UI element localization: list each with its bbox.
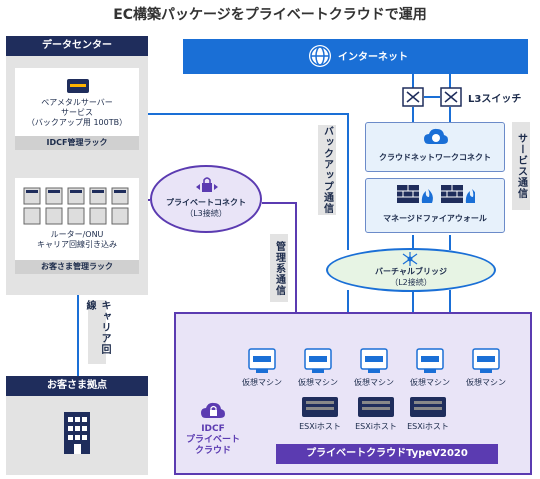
esxi-host-label: ESXiホスト (407, 422, 449, 431)
idcf-rack-label: IDCF管理ラック (15, 136, 139, 150)
internet-label: インターネット (338, 52, 408, 63)
virtual-bridge-ellipse (326, 248, 496, 292)
managed-firewall-label: マネージドファイアウォール (383, 214, 487, 223)
esxi-host-icon (301, 396, 339, 418)
cloud-network-connect-label: クラウドネットワークコネクト (379, 153, 491, 162)
esxi-host-label: ESXiホスト (299, 422, 341, 431)
virtual-bridge-line2: （L2接続） (390, 278, 432, 287)
vm-label: 仮想マシン (354, 378, 394, 387)
l3-switch-icon-1 (402, 87, 424, 107)
l3-switch-icon-2 (440, 87, 462, 107)
esxi-host-icon (409, 396, 447, 418)
vm-label: 仮想マシン (410, 378, 450, 387)
lock-arrows-icon (196, 176, 218, 194)
globe-icon (308, 44, 332, 68)
esxi-host-label: ESXiホスト (355, 422, 397, 431)
backup-comm-label: バックアップ通信 (318, 125, 336, 215)
private-connect-line1: プライベートコネクト (166, 198, 246, 207)
private-connect-ellipse (150, 165, 262, 233)
vm-icon (360, 348, 388, 374)
idcf-cloud-line1: IDCF (201, 424, 225, 434)
cloud-lock-icon (200, 400, 226, 420)
cloud-network-icon (423, 126, 449, 148)
baremetal-line1: ベアメタルサーバー (41, 98, 113, 107)
service-comm-label: サービス通信 (512, 122, 530, 210)
server-icon (67, 78, 89, 93)
private-connect-line2: （L3接続） (185, 209, 227, 218)
page-title: EC構築パッケージをプライベートクラウドで運用 (113, 7, 427, 23)
idcf-cloud-line2: プライベート (186, 435, 241, 445)
internet-bar (183, 39, 528, 74)
datacenter-header: データセンター (6, 36, 148, 56)
esxi-host-icon (357, 396, 395, 418)
baremetal-line3: （バックアップ用 100TB） (26, 118, 128, 127)
bridge-network-icon (401, 251, 419, 266)
baremetal-line2: サービス (61, 108, 93, 117)
vm-icon (472, 348, 500, 374)
managed-firewall-box (365, 178, 505, 233)
customer-rack-label: お客さま管理ラック (15, 260, 139, 274)
router-line1: ルーター/ONU (50, 230, 104, 239)
carrier-line-label: キャリア回線 (84, 300, 110, 364)
idcf-cloud-line3: クラウド (194, 446, 231, 456)
vm-icon (304, 348, 332, 374)
customer-site-header: お客さま拠点 (6, 376, 148, 396)
l3-switch-label: L3スイッチ (468, 94, 522, 105)
building-icon (60, 410, 94, 454)
vm-icon (416, 348, 444, 374)
firewall-icons (395, 183, 477, 205)
vm-icon (248, 348, 276, 374)
virtual-bridge-line1: バーチャルブリッジ (375, 267, 447, 276)
vm-label: 仮想マシン (466, 378, 506, 387)
router-line2: キャリア回線引き込み (37, 240, 117, 249)
mgmt-comm-label: 管理系通信 (270, 234, 288, 302)
vm-label: 仮想マシン (298, 378, 338, 387)
router-icons (22, 186, 132, 226)
private-cloud-name: プライベートクラウドTypeV2020 (276, 444, 498, 464)
vm-label: 仮想マシン (242, 378, 282, 387)
